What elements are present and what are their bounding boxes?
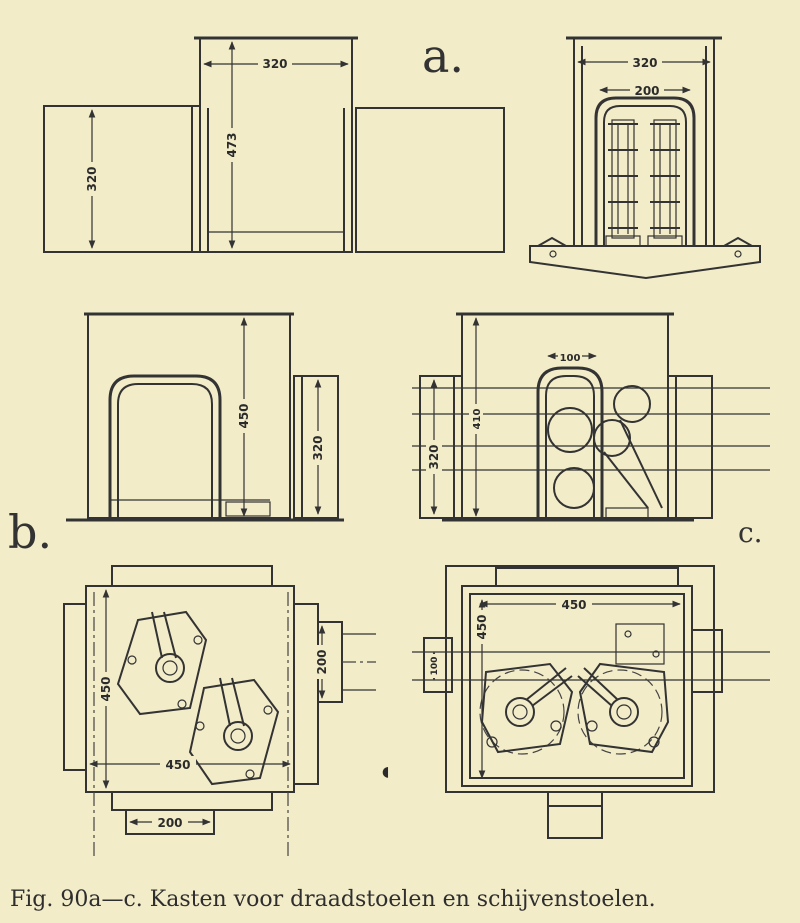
label-c: c. xyxy=(738,516,763,549)
figure-caption: Fig. 90a—c. Kasten voor draadstoelen en … xyxy=(10,887,656,912)
dim-b-plan-bottom: 200 xyxy=(157,816,182,830)
view-c-front: 100 410 320 xyxy=(412,312,770,522)
view-b-front: 450 320 xyxy=(66,312,344,522)
dim-c-plan-side: 100 xyxy=(430,657,440,676)
dim-c-plan-height: 450 xyxy=(475,614,489,639)
dim-b-plan-side: 200 xyxy=(315,649,329,674)
dim-b-front-height: 450 xyxy=(237,403,251,428)
view-a-side: 320 200 xyxy=(529,36,761,280)
view-c-plan: 450 450 100 xyxy=(412,565,770,839)
dim-a-front-side: 320 xyxy=(85,166,99,191)
spindle-right xyxy=(647,119,683,247)
dim-a-front-width: 320 xyxy=(262,57,287,71)
dim-a-front-height: 473 xyxy=(225,132,239,157)
dim-c-front-height: 410 xyxy=(472,409,483,430)
dim-c-plan-width: 450 xyxy=(561,598,586,612)
dim-b-plan-width: 450 xyxy=(165,758,190,772)
spindle-left xyxy=(605,119,641,247)
dim-a-side-inner: 200 xyxy=(634,84,659,98)
dim-c-front-side: 320 xyxy=(427,444,441,469)
label-a: a. xyxy=(422,29,464,83)
dim-c-front-top: 100 xyxy=(560,353,581,364)
dim-b-front-side: 320 xyxy=(311,435,325,460)
view-a-front: 320 473 320 xyxy=(43,36,505,253)
dim-b-plan-height: 450 xyxy=(99,676,113,701)
stray-mark: ◖ xyxy=(382,764,389,780)
label-b: b. xyxy=(8,505,52,559)
view-b-plan: 450 450 200 200 xyxy=(63,565,376,860)
dim-a-side-width: 320 xyxy=(632,56,657,70)
